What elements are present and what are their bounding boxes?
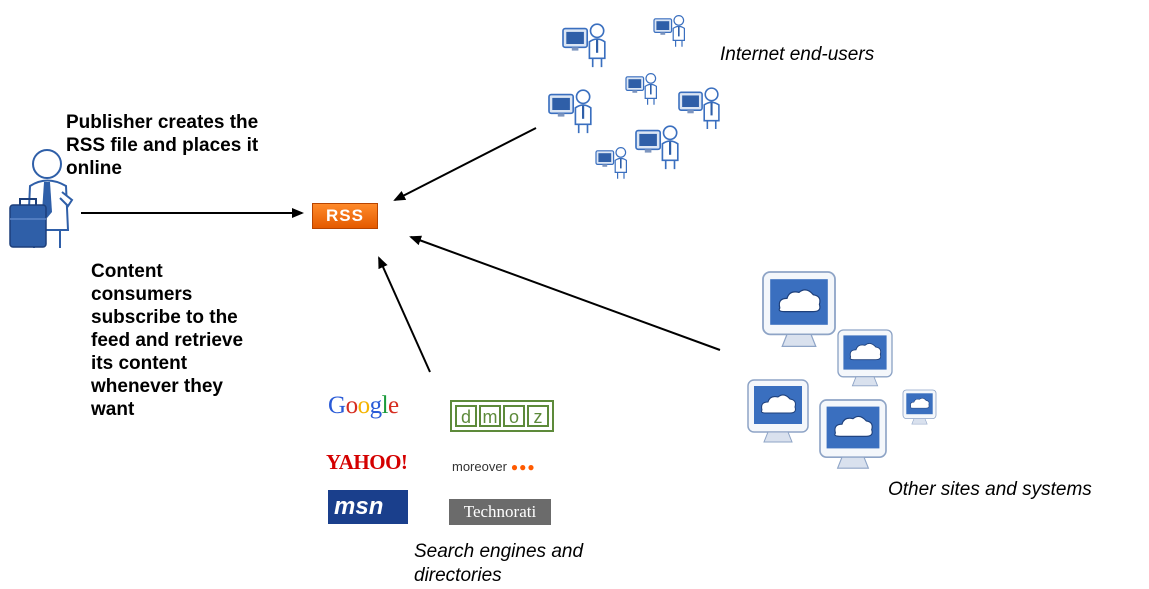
publisher-line-1: Publisher creates the [66,112,259,133]
consumer-line-2: consumers [91,284,193,305]
consumer-line-4: feed and retrieve [91,330,244,351]
moreover-dots: ●●● [510,460,536,474]
dmoz-logo: d m o z [450,400,554,432]
publisher-description: Publisher creates the RSS file and place… [66,111,258,180]
publisher-line-2: RSS file and places it [66,135,259,156]
yahoo-logo: YAHOO! [326,450,408,474]
rss-badge: RSS [312,203,378,229]
dmoz-letter: o [503,405,525,427]
dmoz-letter: d [455,405,477,427]
google-logo: Google [328,392,399,419]
dmoz-letter: z [527,405,549,427]
internet-end-users-label: Internet end-users [720,44,875,65]
consumer-line-5: its content [91,353,188,374]
consumer-line-3: subscribe to the [91,307,238,328]
publisher-person-icon [9,149,74,248]
other-sites-label: Other sites and systems [888,479,1092,500]
internet-end-users-icon [548,15,720,180]
search-engines-line-2: directories [414,565,502,586]
consumer-description: Content consumers subscribe to the feed … [91,260,243,421]
search-engines-label: Search engines and directories [414,540,583,588]
arrow-users-to-rss [393,127,537,201]
arrow-systems-to-rss [409,235,721,351]
moreover-logo: moreover●●● [452,459,536,474]
consumer-line-7: want [91,399,135,420]
arrow-search-to-rss [378,256,431,373]
technorati-logo: Technorati [449,499,551,525]
msn-logo: msn [328,490,408,524]
publisher-line-3: online [66,158,122,179]
search-engines-line-1: Search engines and [414,541,584,562]
consumer-line-1: Content [91,261,163,282]
moreover-text: moreover [452,459,507,474]
consumer-line-6: whenever they [91,376,223,397]
other-sites-systems-icon [747,271,937,470]
dmoz-letter: m [479,405,501,427]
